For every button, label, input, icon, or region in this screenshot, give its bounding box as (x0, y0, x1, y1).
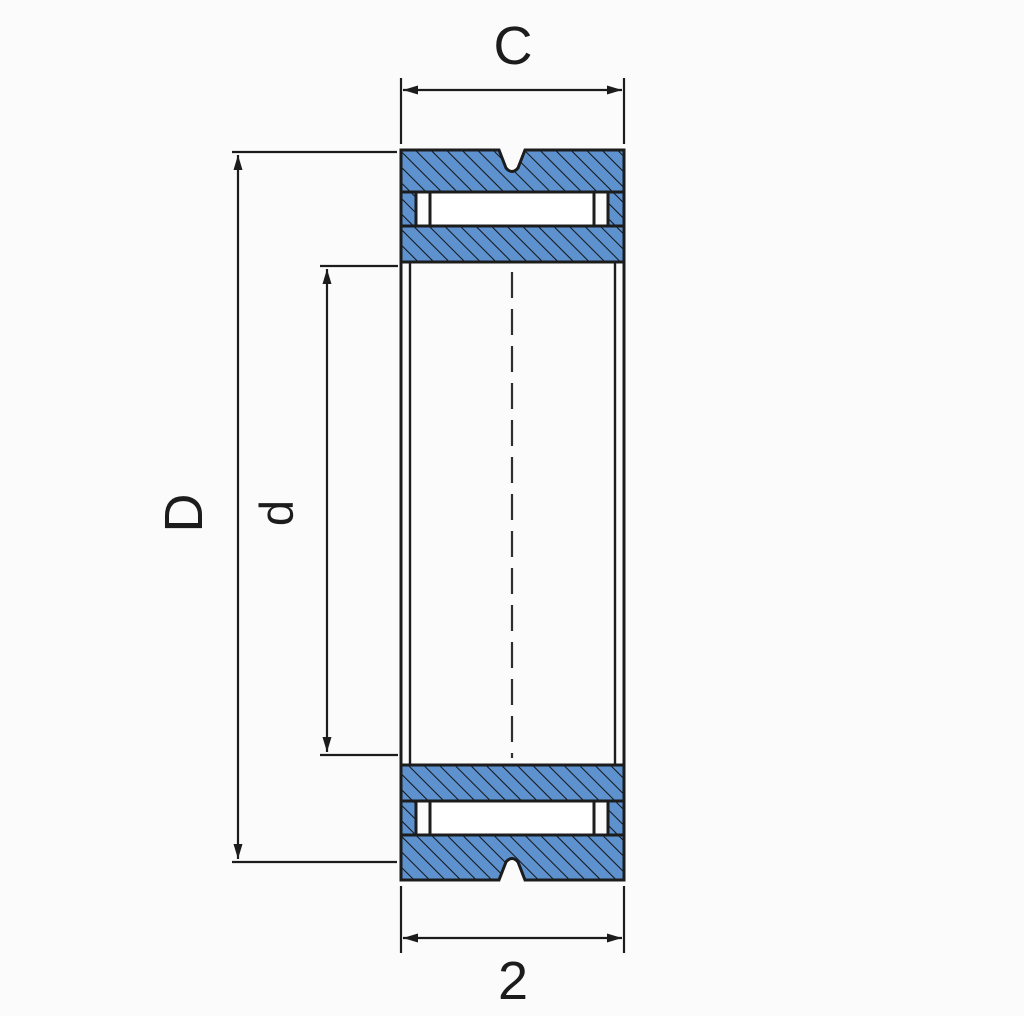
outer-ring-top-left-rib (399, 190, 418, 228)
dimension-bottom-width: 2 (399, 886, 626, 1011)
dimension-outer-diameter: D (154, 150, 397, 864)
dimension-label-2: 2 (498, 951, 528, 1011)
dimension-label-d-inner: d (250, 500, 303, 526)
dimension-label-c: C (494, 16, 533, 76)
dimension-label-d-outer: D (154, 494, 214, 533)
inner-ring-bottom-section (399, 763, 626, 803)
dimension-inner-diameter: d (250, 264, 398, 757)
outer-ring-top-section (399, 148, 626, 194)
outer-ring-bottom-right-rib (606, 799, 626, 837)
roller-bottom (428, 799, 596, 837)
outer-ring-bottom-left-rib (399, 799, 418, 837)
outer-ring-top-right-rib (606, 190, 626, 228)
dimension-top-width: C (399, 16, 626, 144)
inner-ring-top-section (399, 224, 626, 264)
outer-ring-bottom-section (399, 833, 626, 882)
roller-top (428, 190, 596, 228)
